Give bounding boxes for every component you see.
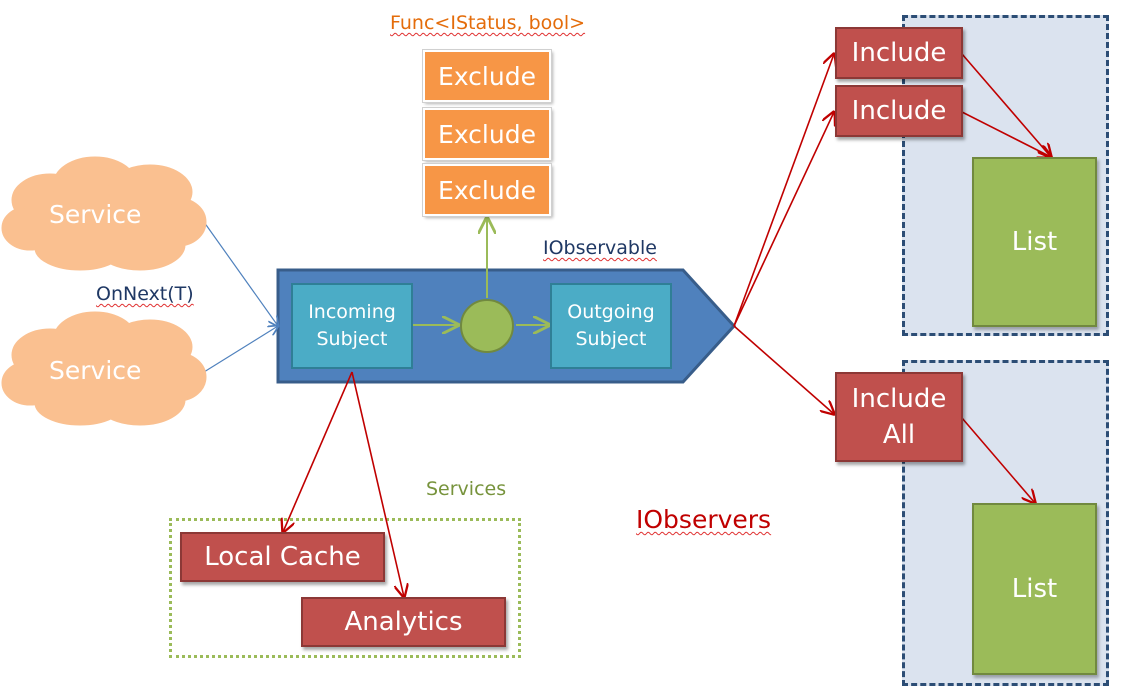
exclude-box-1: Exclude — [422, 49, 552, 103]
service-cloud-2 — [1, 311, 207, 426]
observable-label: IObservable — [543, 237, 657, 259]
filter-node — [460, 299, 514, 353]
include-box-2: Include — [835, 85, 963, 137]
service2-onnext-line — [203, 326, 278, 373]
list-box-2: List — [972, 503, 1097, 675]
incoming-subject: Incoming Subject — [291, 283, 413, 369]
services-group-label: Services — [426, 478, 507, 500]
observers-text: IObservers — [636, 505, 772, 534]
incoming-subject-line2: Subject — [316, 328, 388, 350]
include-all-line1: Include — [851, 383, 947, 414]
service1-onnext-line — [203, 221, 278, 326]
func-text: Func<IStatus, bool> — [390, 12, 586, 34]
incoming-to-cache-line — [283, 371, 353, 532]
local-cache-box: Local Cache — [180, 532, 385, 582]
exclude-box-2: Exclude — [422, 107, 552, 161]
on-next-label: OnNext(T) — [96, 283, 194, 305]
include1-to-list-line — [961, 53, 1051, 157]
includeall-to-list-line — [961, 417, 1035, 503]
exclude-box-3: Exclude — [422, 163, 552, 217]
include2-to-list-line — [961, 111, 1051, 157]
services-group-border — [169, 518, 521, 658]
to-include-1-line — [733, 54, 834, 327]
service-label-2: Service — [49, 356, 142, 385]
list-box-1: List — [972, 157, 1097, 327]
to-include-2-line — [733, 112, 834, 327]
service-cloud-1 — [1, 156, 207, 271]
to-include-all-line — [733, 325, 834, 414]
func-label: Func<IStatus, bool> — [390, 12, 585, 34]
observers-label: IObservers — [636, 505, 771, 534]
analytics-box: Analytics — [301, 597, 506, 647]
include-box-1: Include — [835, 27, 963, 79]
outgoing-subject-line2: Subject — [575, 328, 647, 350]
outgoing-subject: Outgoing Subject — [550, 283, 672, 369]
observable-text: IObservable — [543, 237, 657, 259]
service-label-1: Service — [49, 200, 142, 229]
incoming-to-analytics-line — [351, 371, 404, 597]
outgoing-subject-line1: Outgoing — [567, 301, 655, 324]
incoming-subject-line1: Incoming — [308, 301, 396, 324]
include-all-box: Include All — [835, 372, 963, 462]
on-next-text: OnNext(T) — [96, 283, 194, 305]
include-all-line2: All — [882, 420, 916, 450]
